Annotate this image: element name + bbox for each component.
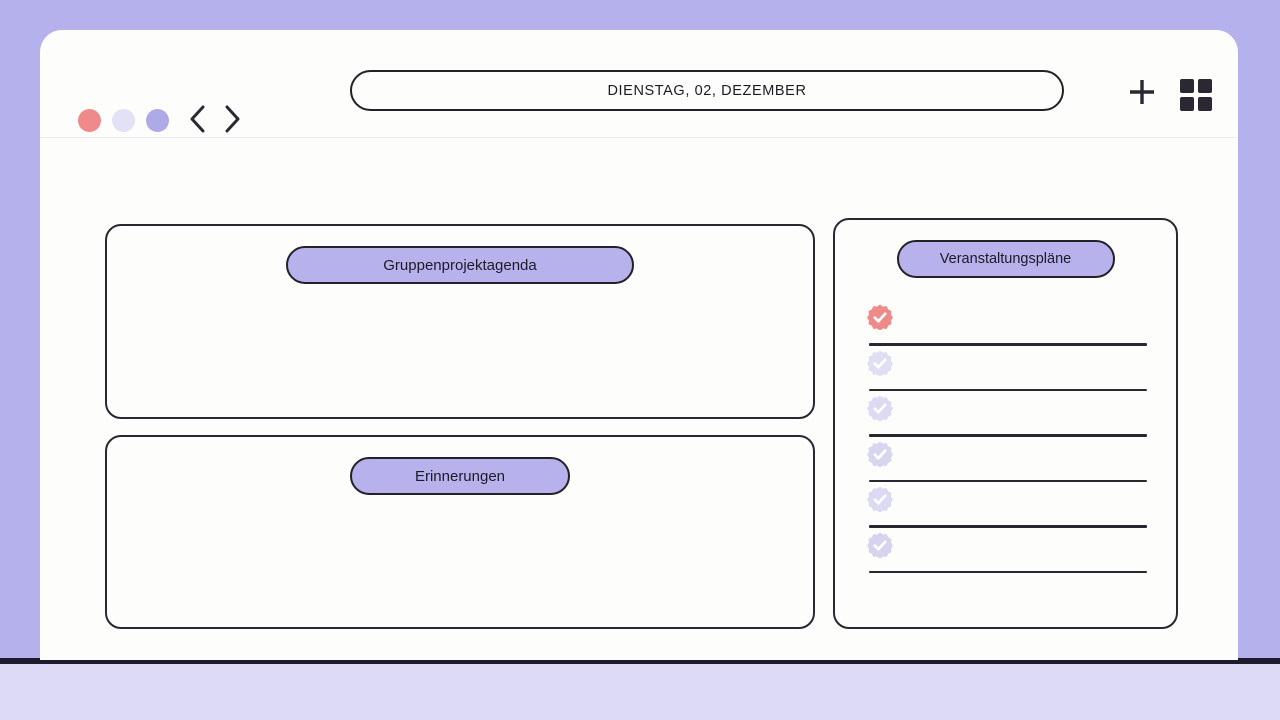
grid-cell — [1198, 78, 1212, 93]
grid-icon[interactable] — [1180, 78, 1212, 111]
check-seal-icon[interactable] — [867, 441, 893, 467]
events-card-title[interactable]: Veranstaltungspläne — [896, 240, 1115, 278]
grid-cell — [1198, 96, 1212, 111]
address-bar-value: DIENSTAG, 02, DEZEMBER — [607, 82, 807, 99]
grid-cell — [1180, 96, 1194, 111]
reminders-card-title[interactable]: Erinnerungen — [350, 457, 570, 495]
check-seal-icon[interactable] — [867, 486, 893, 512]
list-item[interactable] — [867, 350, 1147, 396]
list-item[interactable] — [867, 441, 1147, 487]
list-item[interactable] — [867, 304, 1147, 350]
titlebar: DIENSTAG, 02, DEZEMBER — [40, 30, 1238, 138]
list-item-rule — [869, 388, 1147, 391]
agenda-card-title-label: Gruppenprojektagenda — [383, 256, 537, 274]
list-item[interactable] — [867, 395, 1147, 441]
navigation-arrows — [188, 104, 242, 134]
check-seal-icon[interactable] — [867, 304, 893, 330]
check-seal-icon[interactable] — [867, 350, 893, 376]
bottom-divider-rule — [0, 658, 1280, 664]
reminders-card-title-label: Erinnerungen — [414, 467, 506, 485]
agenda-card-title[interactable]: Gruppenprojektagenda — [286, 246, 634, 284]
page-background-lower — [0, 664, 1280, 720]
list-item-rule — [869, 343, 1147, 346]
content-area: Gruppenprojektagenda Erinnerungen Verans… — [40, 138, 1238, 660]
reminders-card: Erinnerungen — [105, 435, 815, 629]
plus-icon[interactable] — [1127, 77, 1157, 112]
agenda-card: Gruppenprojektagenda — [105, 224, 815, 419]
address-bar[interactable]: DIENSTAG, 02, DEZEMBER — [350, 70, 1064, 111]
events-card: Veranstaltungspläne — [833, 218, 1178, 629]
chevron-right-icon[interactable] — [223, 104, 242, 134]
list-item-rule — [869, 479, 1147, 482]
close-dot[interactable] — [78, 109, 101, 132]
list-item[interactable] — [867, 532, 1147, 578]
app-window: DIENSTAG, 02, DEZEMBER Gruppenprojektage… — [40, 30, 1238, 660]
list-item-rule — [869, 570, 1147, 573]
list-item[interactable] — [867, 486, 1147, 532]
check-seal-icon[interactable] — [867, 395, 893, 421]
list-item-rule — [869, 525, 1147, 528]
maximize-dot[interactable] — [146, 109, 169, 132]
minimize-dot[interactable] — [112, 109, 135, 132]
check-seal-icon[interactable] — [867, 532, 893, 558]
window-controls — [78, 109, 169, 132]
grid-cell — [1180, 78, 1194, 93]
events-card-title-label: Veranstaltungspläne — [939, 251, 1072, 267]
chevron-left-icon[interactable] — [188, 104, 207, 134]
events-checklist — [867, 304, 1147, 577]
list-item-rule — [869, 434, 1147, 437]
titlebar-actions — [1127, 77, 1212, 112]
